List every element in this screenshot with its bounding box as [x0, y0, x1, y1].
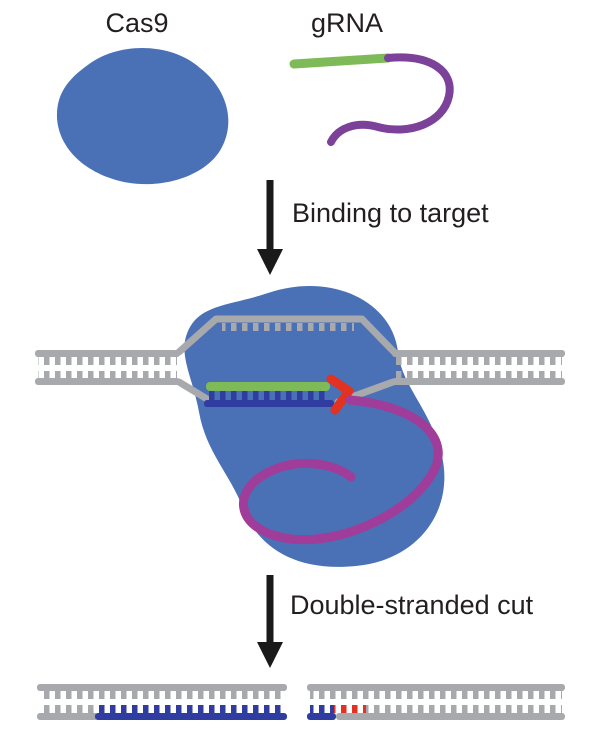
dna-ladder-right: [392, 350, 565, 385]
cut-fragment-left: [37, 684, 287, 720]
target-strand-basepairs: [208, 391, 328, 400]
dna-ladder-left: [35, 350, 180, 385]
grna-scaffold-loop: [327, 53, 454, 146]
arrow-binding: [257, 180, 283, 275]
grna-spacer-segment: [289, 53, 393, 69]
target-segment-left: [96, 705, 284, 713]
cas9-protein-blob: [56, 48, 229, 185]
pam-site: [326, 374, 354, 415]
cas9-label: Cas9: [105, 8, 168, 38]
grna-label: gRNA: [311, 8, 383, 38]
grna-scaffold-bound: [238, 395, 443, 545]
cut-fragment-right: [307, 684, 565, 720]
cas9-dna-complex: [35, 285, 565, 567]
grna-spacer-bound: [206, 382, 330, 391]
arrow-cut: [257, 575, 283, 668]
target-strand-backbone: [204, 400, 334, 407]
dna-connector-left: [175, 378, 216, 406]
dna-displaced-strand: [175, 315, 398, 356]
cas9-protein-bound: [184, 285, 445, 567]
cut-step-label: Double-stranded cut: [290, 590, 534, 620]
binding-step-label: Binding to target: [292, 198, 489, 228]
grna-molecule: [289, 53, 454, 146]
pam-segment-right: [334, 705, 366, 713]
target-segment-right: [310, 705, 334, 713]
